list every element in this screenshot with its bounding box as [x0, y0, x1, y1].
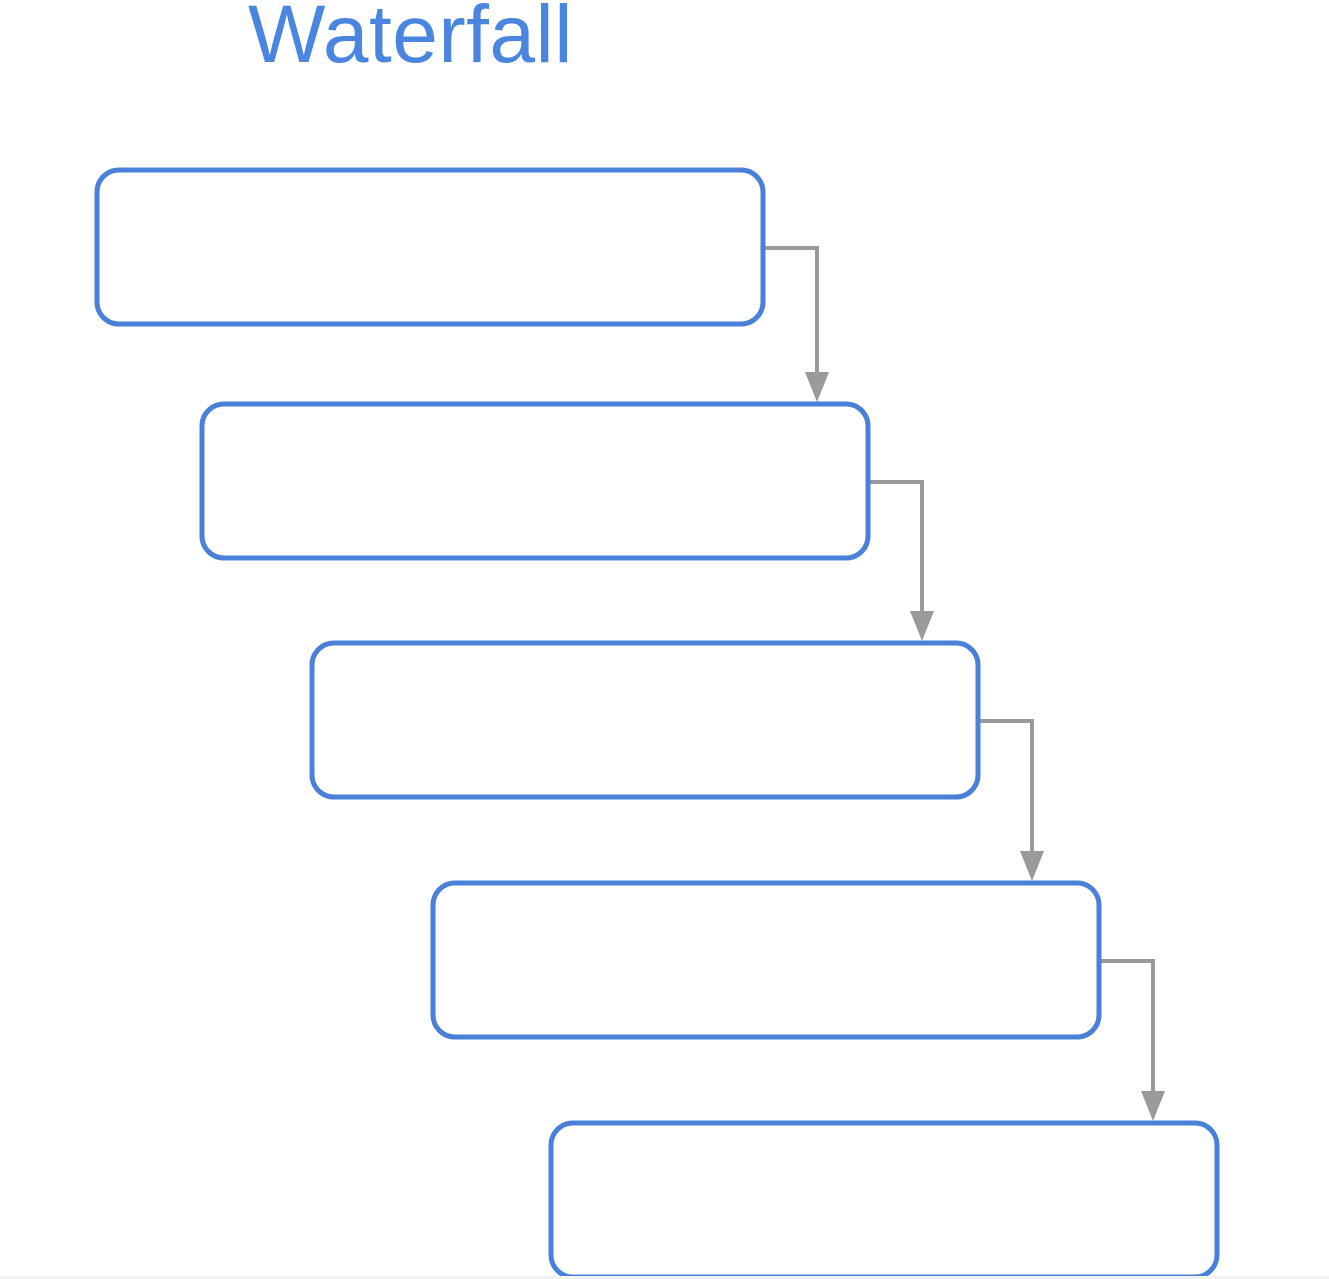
stage-box-2	[199, 401, 871, 561]
stage-box-4	[430, 880, 1102, 1040]
connector-arrow-4-to-5	[1101, 959, 1155, 1093]
connector-arrow-1-to-2	[765, 246, 819, 374]
stage-box-4-shape	[430, 880, 1102, 1040]
stage-box-3	[309, 640, 981, 800]
connector-arrowhead-4	[1141, 1091, 1165, 1121]
bottom-divider	[0, 1276, 1329, 1279]
stage-layer	[94, 167, 1220, 1279]
connector-arrow-2-to-3	[870, 480, 924, 613]
stage-box-3-shape	[309, 640, 981, 800]
connector-layer	[765, 246, 1165, 1121]
stage-box-1	[94, 167, 766, 327]
stage-box-1-shape	[94, 167, 766, 327]
connector-arrowhead-3	[1020, 851, 1044, 881]
stage-box-5	[548, 1120, 1220, 1279]
connector-arrowhead-2	[910, 611, 934, 641]
connector-arrowhead-1	[805, 372, 829, 402]
diagram-title: Waterfall	[248, 0, 573, 80]
connector-arrow-3-to-4	[980, 719, 1034, 853]
stage-box-5-shape	[548, 1120, 1220, 1279]
stage-box-2-shape	[199, 401, 871, 561]
